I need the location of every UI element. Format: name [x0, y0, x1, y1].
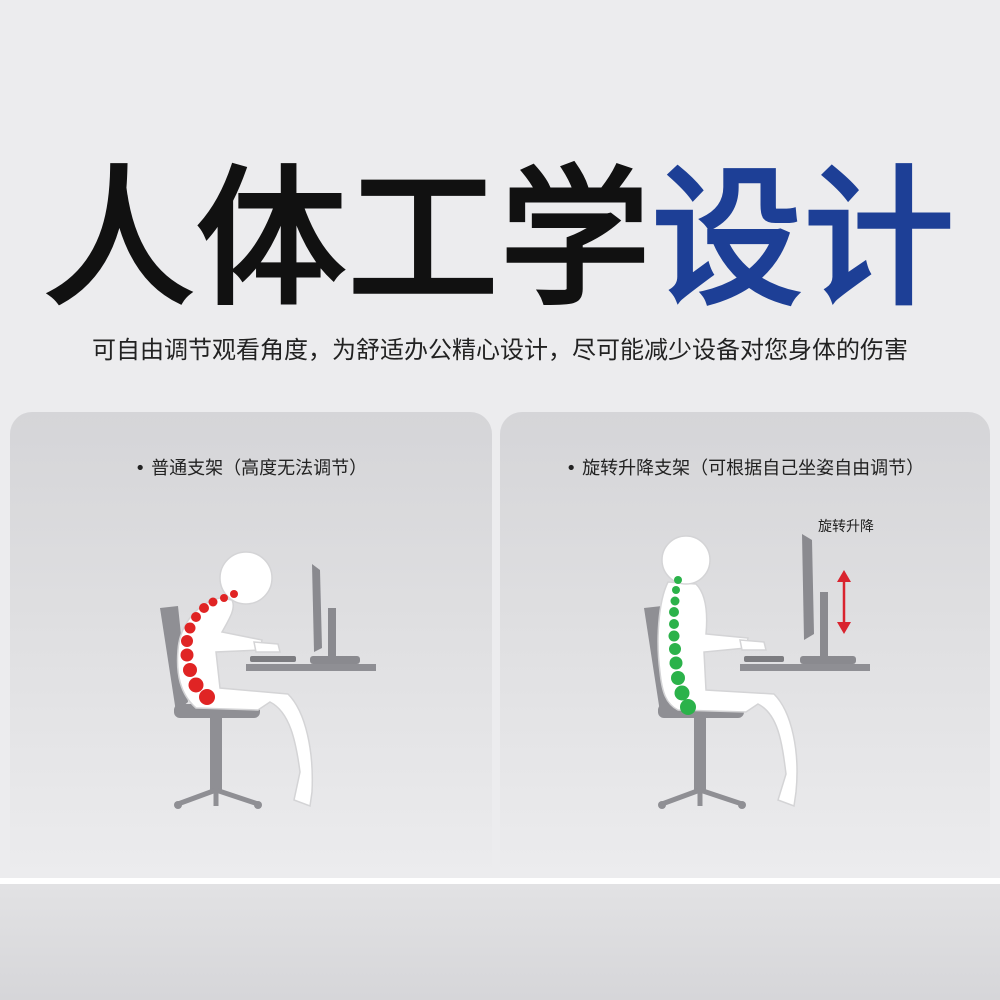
- headline-blue-part: 设计: [652, 153, 957, 327]
- headline: 人体工学设计: [0, 160, 1000, 320]
- comparison-panel-adjustable: • 旋转升降支架（可根据自己坐姿自由调节） 旋转升降: [500, 412, 990, 878]
- lift-annotation-label: 旋转升降: [818, 519, 874, 535]
- human-figure-slouching: [176, 551, 314, 808]
- comparison-panel-standard: • 普通支架（高度无法调节）: [10, 412, 492, 878]
- upright-posture-illustration: 旋转升降: [644, 519, 874, 809]
- desk-icon: [740, 656, 870, 671]
- panel-caption-adjustable: • 旋转升降支架（可根据自己坐姿自由调节）: [565, 458, 925, 479]
- slouching-posture-illustration: [160, 551, 376, 809]
- panel-caption-standard: • 普通支架（高度无法调节）: [134, 458, 368, 479]
- spine-green-icon: [668, 576, 696, 715]
- desk-icon: [246, 656, 376, 671]
- section-divider: [0, 878, 1000, 884]
- monitor-icon: [310, 564, 360, 664]
- subtitle: 可自由调节观看角度，为舒适办公精心设计，尽可能减少设备对您身体的伤害: [92, 336, 908, 364]
- footer-band: [0, 884, 1000, 1000]
- monitor-icon: [800, 534, 856, 664]
- height-adjust-arrow-icon: [837, 570, 851, 634]
- human-figure-upright: [657, 535, 798, 808]
- headline-dark-part: 人体工学: [43, 153, 652, 327]
- spine-red-icon: [180, 590, 238, 705]
